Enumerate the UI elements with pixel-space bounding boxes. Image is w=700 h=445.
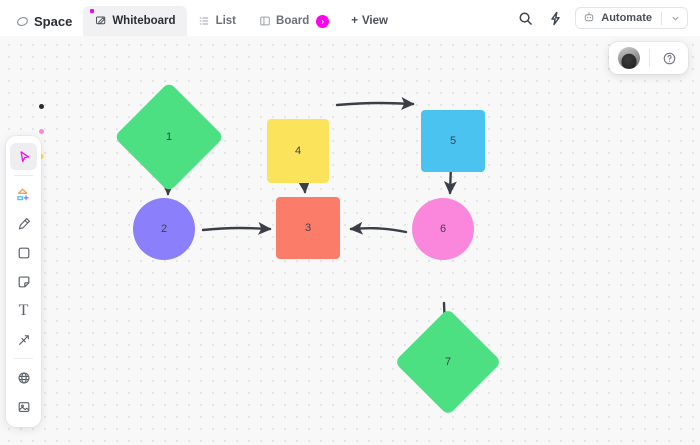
- node-5-label: 5: [449, 135, 457, 147]
- tab-whiteboard[interactable]: Whiteboard: [83, 6, 187, 36]
- tab-board-label: Board: [276, 15, 310, 27]
- node-6[interactable]: 6: [412, 198, 474, 260]
- rectangle-tool[interactable]: [10, 239, 37, 266]
- tab-list[interactable]: List: [187, 6, 247, 36]
- edge-2-to-3[interactable]: [201, 221, 272, 235]
- color-dot-yellow[interactable]: [39, 154, 44, 159]
- toolbar-divider-1: [14, 175, 33, 176]
- sticky-note-tool[interactable]: [10, 268, 37, 295]
- node-4[interactable]: 4: [267, 119, 329, 183]
- help-circle-icon[interactable]: [659, 48, 679, 68]
- text-t-icon: T: [18, 301, 29, 319]
- node-1[interactable]: 1: [113, 81, 225, 193]
- whiteboard-canvas[interactable]: 1 4 5 2 3 6 7: [0, 36, 700, 445]
- edge-6-to-3[interactable]: [349, 221, 408, 235]
- color-dot-black[interactable]: [39, 104, 44, 109]
- list-icon: [198, 15, 211, 28]
- select-tool[interactable]: [10, 143, 37, 170]
- automate-divider: [661, 11, 662, 25]
- node-2[interactable]: 2: [133, 198, 195, 260]
- color-dot-column: [39, 104, 44, 159]
- header-actions: Automate: [515, 0, 700, 36]
- connector-tool[interactable]: [10, 326, 37, 353]
- lightning-bolt-icon[interactable]: [545, 8, 565, 28]
- space-icon: [16, 15, 29, 28]
- automate-button[interactable]: Automate: [575, 7, 688, 29]
- tab-whiteboard-label: Whiteboard: [112, 15, 176, 27]
- add-view-label: View: [361, 15, 388, 27]
- node-6-label: 6: [439, 223, 447, 235]
- node-1-body: [113, 81, 225, 193]
- node-5[interactable]: 5: [421, 110, 485, 172]
- color-dot-pink[interactable]: [39, 129, 44, 134]
- header-tabs: Space Whiteboard List: [0, 0, 399, 36]
- tab-board[interactable]: Board ›: [247, 6, 340, 36]
- text-tool[interactable]: T: [10, 297, 37, 324]
- board-next-badge[interactable]: ›: [316, 14, 330, 28]
- space-label: Space: [34, 13, 73, 29]
- node-2-label: 2: [160, 223, 168, 235]
- shapes-tool[interactable]: [10, 181, 37, 208]
- pen-tool[interactable]: [10, 210, 37, 237]
- connector-layer: [161, 97, 457, 356]
- node-4-label: 4: [294, 145, 302, 157]
- tab-list-label: List: [215, 15, 237, 27]
- search-icon[interactable]: [515, 8, 535, 28]
- whiteboard-icon: [94, 15, 107, 28]
- robot-icon: [583, 11, 595, 26]
- add-view-button[interactable]: + View: [340, 6, 399, 36]
- board-icon: [258, 15, 271, 28]
- add-view-plus: +: [351, 15, 358, 27]
- toolbar-divider-2: [14, 358, 33, 359]
- user-avatar[interactable]: [618, 47, 640, 69]
- embed-tool[interactable]: [10, 364, 37, 391]
- chevron-down-icon[interactable]: [668, 14, 683, 23]
- space-breadcrumb[interactable]: Space: [10, 6, 83, 36]
- node-7[interactable]: 7: [394, 308, 502, 416]
- automate-label: Automate: [601, 12, 652, 24]
- node-7-body: [394, 308, 502, 416]
- userbar-divider: [649, 49, 650, 67]
- user-action-card: [609, 42, 688, 74]
- image-tool[interactable]: [10, 393, 37, 420]
- node-3[interactable]: 3: [276, 197, 340, 259]
- whiteboard-toolbar: T: [6, 136, 41, 427]
- top-header-bar: Space Whiteboard List: [0, 0, 700, 36]
- whiteboard-unsaved-dot: [90, 9, 95, 13]
- edge-4-to-5[interactable]: [335, 97, 415, 110]
- node-3-label: 3: [304, 222, 312, 234]
